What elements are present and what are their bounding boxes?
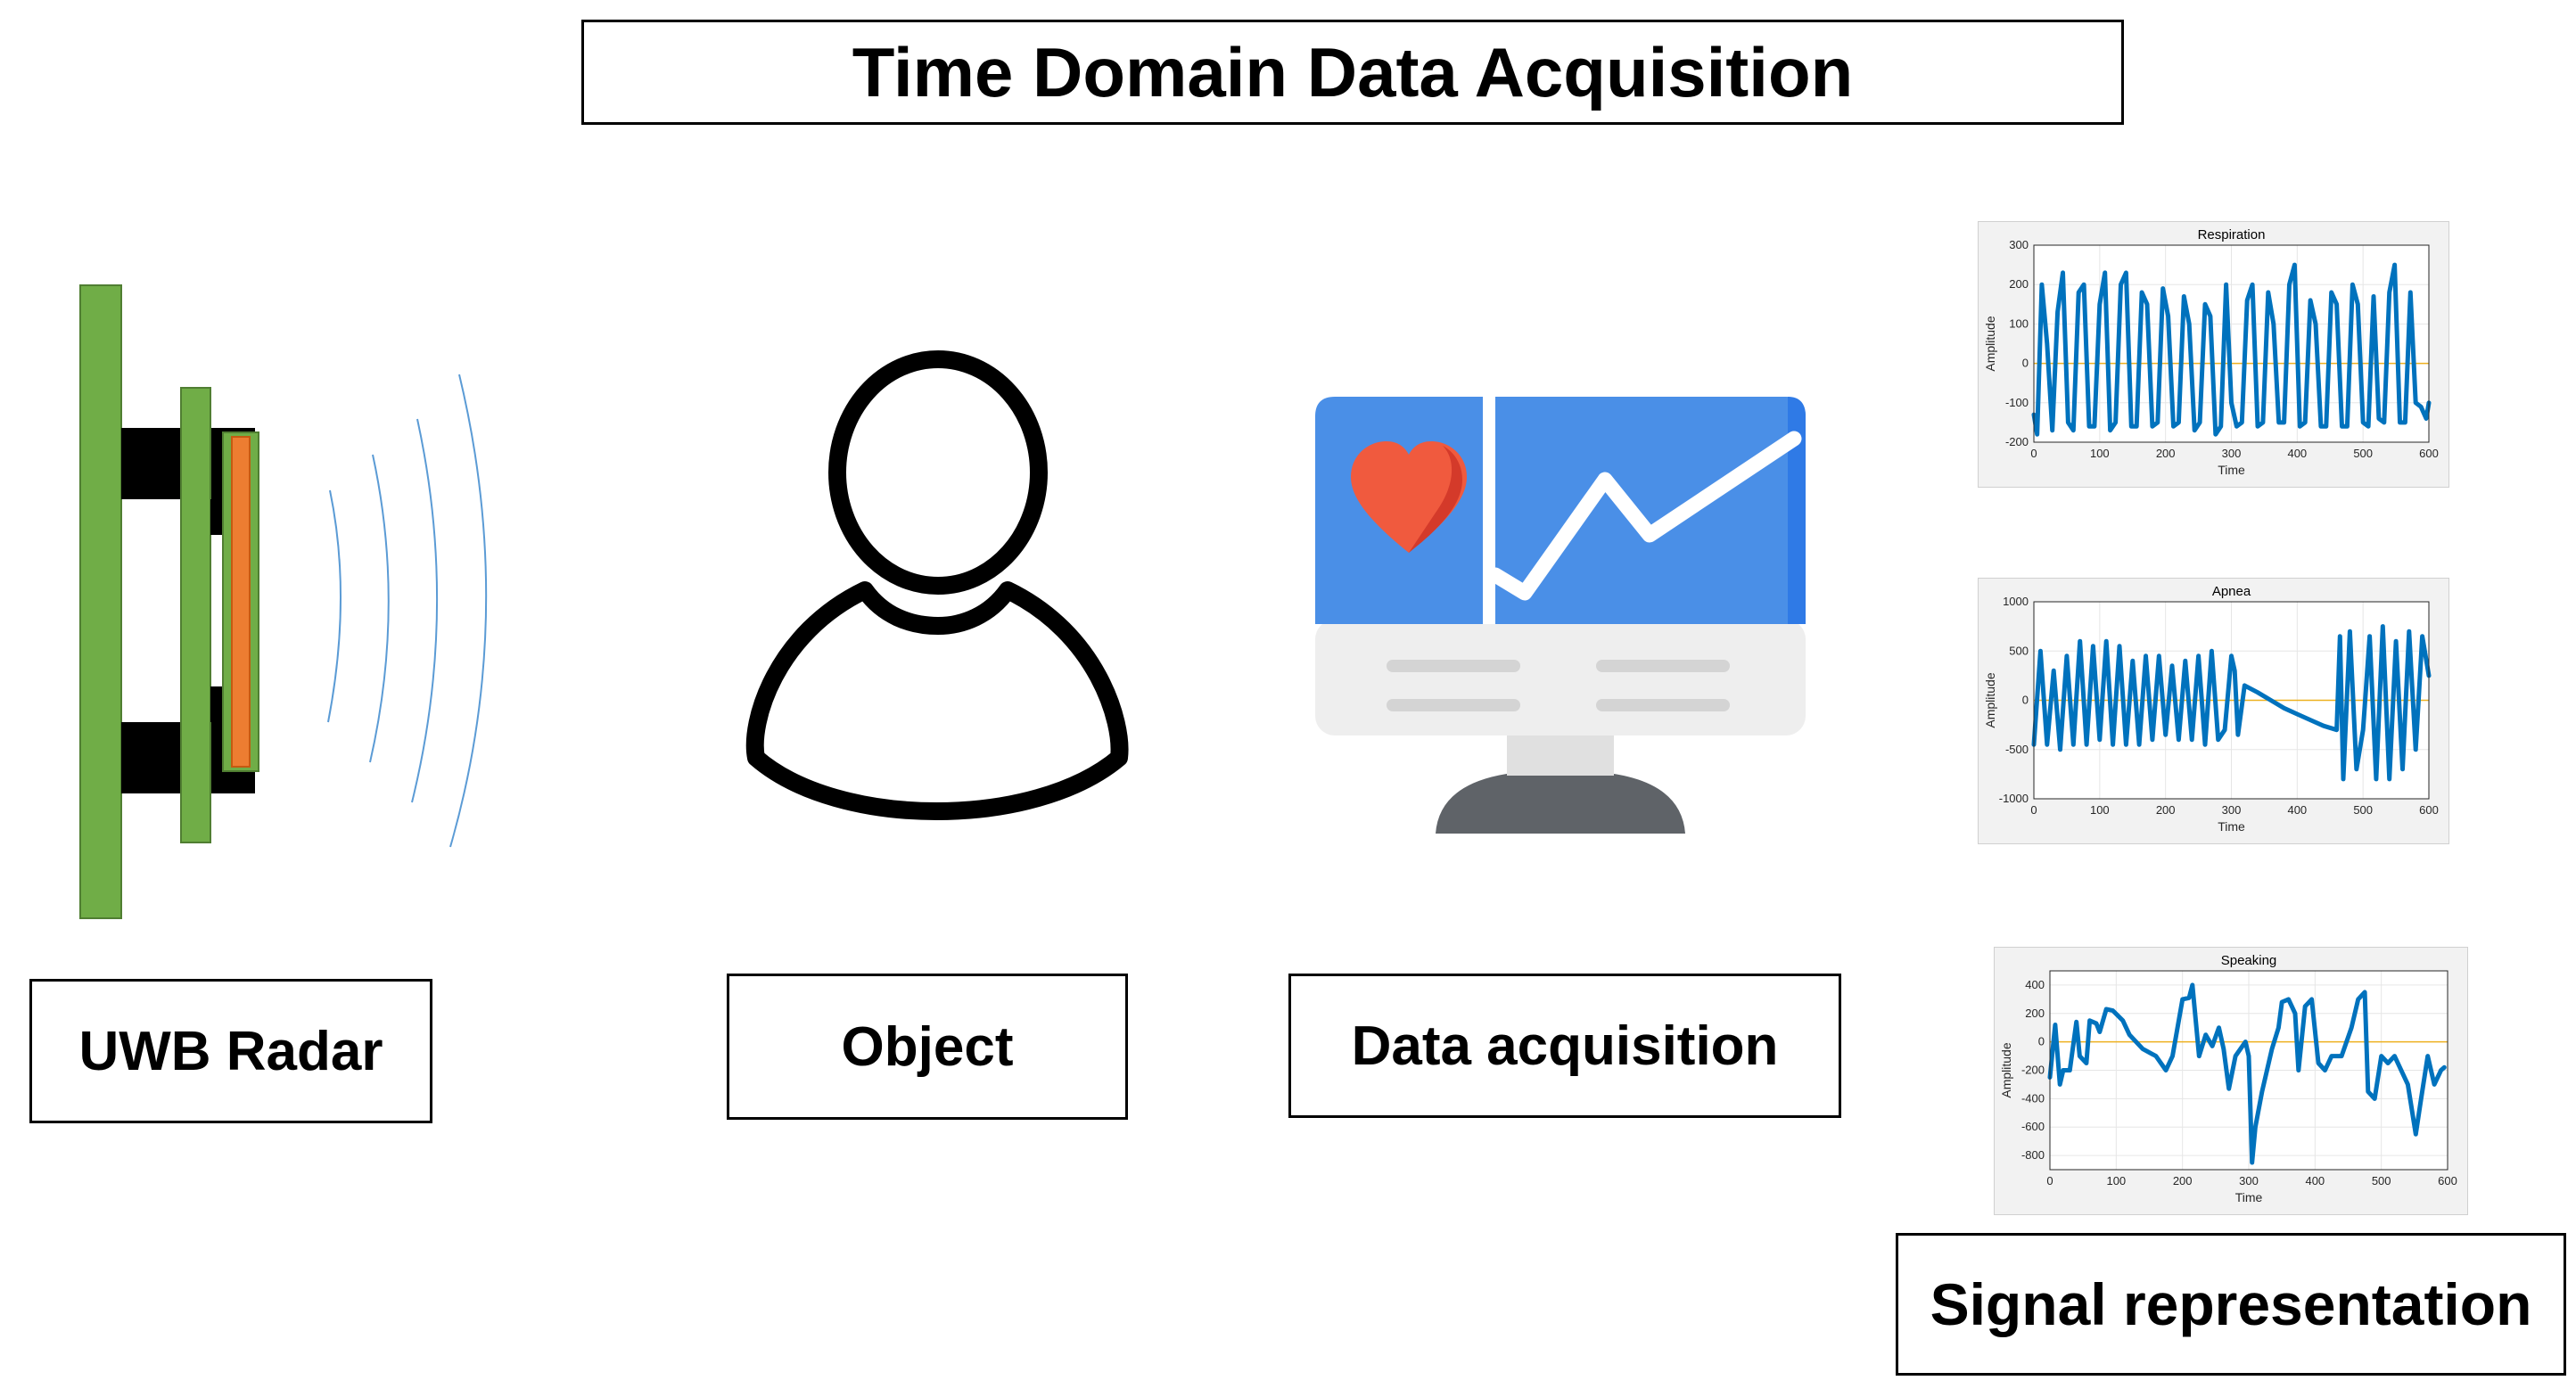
- text-placeholder-4: [1596, 699, 1730, 711]
- person-icon: [745, 350, 1129, 820]
- y-tick-label: 400: [2025, 978, 2045, 991]
- x-tick-label: 600: [2438, 1174, 2457, 1187]
- monitor-divider: [1483, 397, 1495, 624]
- radar-wave-3: [411, 418, 439, 803]
- y-tick-label: -1000: [1999, 792, 2029, 805]
- heart-shade: [1409, 446, 1462, 553]
- diagram-title: Time Domain Data Acquisition: [581, 20, 2124, 125]
- chart-title: Respiration: [2198, 227, 2266, 242]
- radar-middle-plate: [180, 387, 211, 843]
- monitor-heart-icon: [1315, 397, 1806, 834]
- chart-respiration-svg: 0 100 200 300 400 500 600 -200 -100 0 100 200 300 Res…: [1983, 227, 2439, 477]
- uwb-radar-icon: [79, 284, 259, 919]
- x-tick-label: 200: [2173, 1174, 2193, 1187]
- y-tick-label: -400: [2021, 1091, 2045, 1105]
- label-object: Object: [727, 974, 1128, 1120]
- x-tick-label: 100: [2090, 803, 2110, 817]
- y-tick-label: -100: [2005, 396, 2029, 409]
- person-body: [745, 581, 1129, 820]
- x-tick-label: 0: [2030, 447, 2037, 460]
- x-tick-label: 600: [2419, 803, 2439, 817]
- radar-wave-icon: [327, 374, 488, 848]
- chart-apnea: 0 100 200 300 400 500 600 -1000 -500 0 500 1000 Apne…: [1978, 578, 2449, 844]
- chart-speaking-svg: 0 100 200 300 400 500 600 -800 -600 -400 -200 0 200 4…: [1999, 953, 2457, 1204]
- trend-line-icon: [1487, 431, 1802, 601]
- x-tick-label: 400: [2287, 447, 2307, 460]
- radar-wave-2: [369, 454, 390, 763]
- plot-border: [2049, 970, 2448, 1171]
- y-tick-label: -200: [2005, 435, 2029, 448]
- chart-apnea-svg: 0 100 200 300 400 500 600 -1000 -500 0 500 1000 Apne…: [1983, 584, 2439, 834]
- x-tick-label: 100: [2106, 1174, 2126, 1187]
- x-tick-label: 300: [2222, 803, 2242, 817]
- x-tick-label: 200: [2156, 447, 2176, 460]
- x-tick-label: 200: [2156, 803, 2176, 817]
- x-tick-label: 600: [2419, 447, 2439, 460]
- series-line: [2031, 262, 2432, 437]
- x-tick-label: 400: [2305, 1174, 2325, 1187]
- monitor-stand-base: [1436, 771, 1685, 834]
- y-tick-label: 1000: [2003, 595, 2029, 608]
- person-head: [828, 350, 1048, 595]
- y-tick-label: 0: [2022, 694, 2029, 707]
- x-tick-label: 500: [2353, 447, 2373, 460]
- x-axis-label: Time: [2218, 819, 2245, 834]
- y-tick-label: 100: [2009, 316, 2029, 330]
- chart-respiration: 0 100 200 300 400 500 600 -200 -100 0 100 200 300 Res…: [1978, 221, 2449, 488]
- y-axis-label: Amplitude: [1983, 316, 1997, 371]
- y-tick-label: 200: [2009, 277, 2029, 291]
- x-tick-label: 300: [2222, 447, 2242, 460]
- plot-border: [2033, 244, 2430, 443]
- label-uwb-radar: UWB Radar: [29, 979, 432, 1123]
- x-tick-label: 0: [2046, 1174, 2053, 1187]
- radar-wave-1: [327, 489, 342, 723]
- series-line: [2047, 982, 2447, 1165]
- radar-connector-top: [210, 499, 223, 535]
- text-placeholder-2: [1596, 660, 1730, 672]
- chart-title: Apnea: [2212, 584, 2251, 599]
- x-tick-label: 400: [2287, 803, 2307, 817]
- chart-title: Speaking: [2221, 953, 2277, 968]
- label-data-acquisition: Data acquisition: [1288, 974, 1841, 1118]
- x-tick-label: 500: [2372, 1174, 2391, 1187]
- x-tick-label: 100: [2090, 447, 2110, 460]
- y-tick-label: 0: [2022, 357, 2029, 370]
- radar-back-plate: [79, 284, 122, 919]
- x-tick-label: 300: [2239, 1174, 2259, 1187]
- y-axis-label: Amplitude: [1983, 672, 1997, 727]
- monitor-bezel-bottom: [1315, 620, 1806, 735]
- radar-antenna-element: [231, 436, 251, 768]
- x-tick-label: 500: [2353, 803, 2373, 817]
- monitor-screen-edge: [1788, 397, 1806, 624]
- y-axis-label: Amplitude: [1999, 1042, 2013, 1097]
- y-tick-label: -500: [2005, 743, 2029, 756]
- label-signal-representation: Signal representation: [1896, 1233, 2566, 1376]
- y-tick-label: 200: [2025, 1007, 2045, 1020]
- x-tick-label: 0: [2030, 803, 2037, 817]
- radar-wave-4: [449, 374, 488, 848]
- text-placeholder-3: [1387, 699, 1520, 711]
- y-tick-label: -200: [2021, 1064, 2045, 1077]
- y-tick-label: 300: [2009, 238, 2029, 251]
- x-axis-label: Time: [2218, 463, 2245, 477]
- plot-border: [2033, 601, 2430, 800]
- y-tick-label: 0: [2038, 1035, 2045, 1048]
- y-tick-label: 500: [2009, 644, 2029, 657]
- radar-connector-bottom: [210, 686, 223, 722]
- series-line: [2031, 624, 2432, 782]
- y-tick-label: -600: [2021, 1120, 2045, 1133]
- text-placeholder-1: [1387, 660, 1520, 672]
- chart-speaking: 0 100 200 300 400 500 600 -800 -600 -400 -200 0 200 4…: [1994, 947, 2468, 1215]
- x-axis-label: Time: [2235, 1190, 2263, 1204]
- y-tick-label: -800: [2021, 1148, 2045, 1162]
